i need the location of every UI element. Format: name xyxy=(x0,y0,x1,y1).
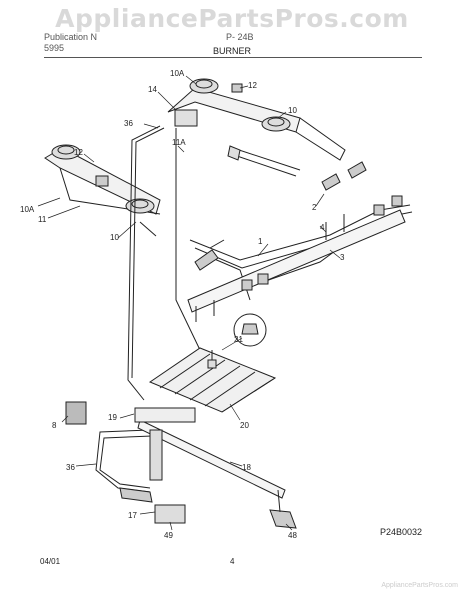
callout-36-bottom: 36 xyxy=(66,463,75,472)
callout-10a-rear: 10A xyxy=(170,69,185,78)
callout-20: 20 xyxy=(240,421,249,430)
callout-11: 11 xyxy=(38,215,47,224)
callout-11a: 11A xyxy=(172,138,186,147)
callout-10-rear: 10 xyxy=(288,106,297,115)
watermark: AppliancePartsPros.com xyxy=(55,4,409,33)
header-rule xyxy=(44,57,422,58)
callout-19: 19 xyxy=(108,413,117,422)
callout-8: 8 xyxy=(52,421,57,430)
publication-line-2: 5995 xyxy=(44,43,65,53)
valve-orifices xyxy=(194,161,367,271)
diagram-code: P24B0032 xyxy=(380,527,423,537)
rear-burner-assembly xyxy=(167,78,346,177)
publication-line-1: Publication N xyxy=(44,32,98,42)
igniter-rail xyxy=(65,401,297,529)
callout-1: 1 xyxy=(258,237,263,246)
callout-14: 14 xyxy=(148,85,157,94)
watermark-small: AppliancePartsPros.com xyxy=(381,582,458,589)
callout-36-top: 36 xyxy=(124,119,133,128)
callout-12-rear: 12 xyxy=(248,81,257,90)
leader-lines xyxy=(37,75,341,531)
callout-48: 48 xyxy=(288,531,297,540)
callout-12-front: 12 xyxy=(74,148,83,157)
callout-labels: 10A 12 14 10 36 11A 12 10A 11 10 2 4 1 3… xyxy=(20,69,345,540)
spreader-plate xyxy=(148,347,277,413)
callout-18: 18 xyxy=(242,463,251,472)
footer-date: 04/01 xyxy=(40,557,61,566)
footer-page-number: 4 xyxy=(230,557,235,566)
callout-10-front: 10 xyxy=(110,233,119,242)
detail-circle xyxy=(207,313,267,369)
callout-17: 17 xyxy=(128,511,137,520)
callout-21: 21 xyxy=(234,335,243,344)
callout-10a-front: 10A xyxy=(20,205,35,214)
publication-header: Publication N 5995 xyxy=(44,32,97,54)
callout-4: 4 xyxy=(320,223,325,232)
callout-3: 3 xyxy=(340,253,345,262)
section-title: BURNER xyxy=(212,46,251,56)
manifold-pipe xyxy=(187,195,406,322)
front-burner-assembly xyxy=(44,144,161,237)
model-header: P- 24B xyxy=(226,32,254,42)
callout-49: 49 xyxy=(164,531,173,540)
callout-2: 2 xyxy=(312,203,317,212)
gas-tubing xyxy=(95,125,413,493)
